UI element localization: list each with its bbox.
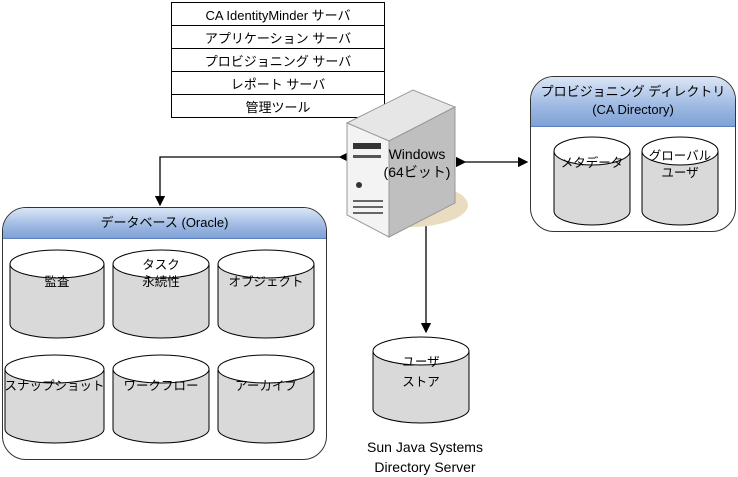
database-group: データベース (Oracle) 監査 タスク 永続性 オブジェクト スナップショ… bbox=[2, 207, 327, 460]
workflow-store: ワークフロー bbox=[112, 353, 210, 445]
snapshot-label: スナップショット bbox=[4, 378, 105, 393]
audit-label: 監査 bbox=[44, 274, 70, 289]
archive-store: アーカイブ bbox=[217, 353, 315, 445]
provisioning-directory-subtitle: (CA Directory) bbox=[592, 102, 674, 117]
stack-row-provisioning-server: プロビジョニング サーバ bbox=[171, 48, 385, 72]
snapshot-store: スナップショット bbox=[4, 353, 105, 445]
metadata-label: メタデータ bbox=[560, 155, 624, 170]
audit-store: 監査 bbox=[9, 248, 105, 340]
metadata-store: メタデータ bbox=[553, 135, 631, 227]
provisioning-directory-title: プロビジョニング ディレクトリ bbox=[540, 84, 726, 99]
persistence-label: 永続性 bbox=[142, 274, 180, 289]
server-database-connector bbox=[154, 151, 350, 207]
stack-row-admin-tools: 管理ツール bbox=[171, 94, 385, 118]
user-store: ユーザ ストア bbox=[372, 335, 470, 425]
user-store-label-line1: ユーザ bbox=[402, 354, 440, 369]
archive-label: アーカイブ bbox=[235, 378, 297, 393]
user-store-caption-line2: Directory Server bbox=[374, 459, 476, 475]
object-label: オブジェクト bbox=[228, 274, 304, 289]
windows-server: Windows (64ビット) bbox=[335, 85, 470, 245]
server-tower-icon bbox=[345, 89, 468, 238]
windows-label: Windows bbox=[388, 146, 446, 162]
task-label: タスク bbox=[142, 257, 180, 272]
global-user-label: グローバル bbox=[648, 148, 712, 163]
global-user-store: グローバル ユーザ bbox=[641, 135, 719, 227]
windows-bitness-label: (64ビット) bbox=[383, 164, 451, 180]
task-persistence-store: タスク 永続性 bbox=[112, 248, 210, 340]
user-store-label-line2: ストア bbox=[402, 374, 440, 389]
database-title: データベース (Oracle) bbox=[100, 215, 229, 230]
provisioning-directory-group: プロビジョニング ディレクトリ (CA Directory) メタデータ グロー… bbox=[530, 76, 736, 232]
workflow-label: ワークフロー bbox=[123, 378, 199, 393]
user-store-caption-line1: Sun Java Systems bbox=[367, 439, 483, 455]
stack-row-application-server: アプリケーション サーバ bbox=[171, 25, 385, 49]
user-store-caption: Sun Java Systems Directory Server bbox=[340, 437, 510, 477]
stack-row-identityminder: CA IdentityMinder サーバ bbox=[171, 2, 385, 26]
object-store: オブジェクト bbox=[217, 248, 315, 340]
